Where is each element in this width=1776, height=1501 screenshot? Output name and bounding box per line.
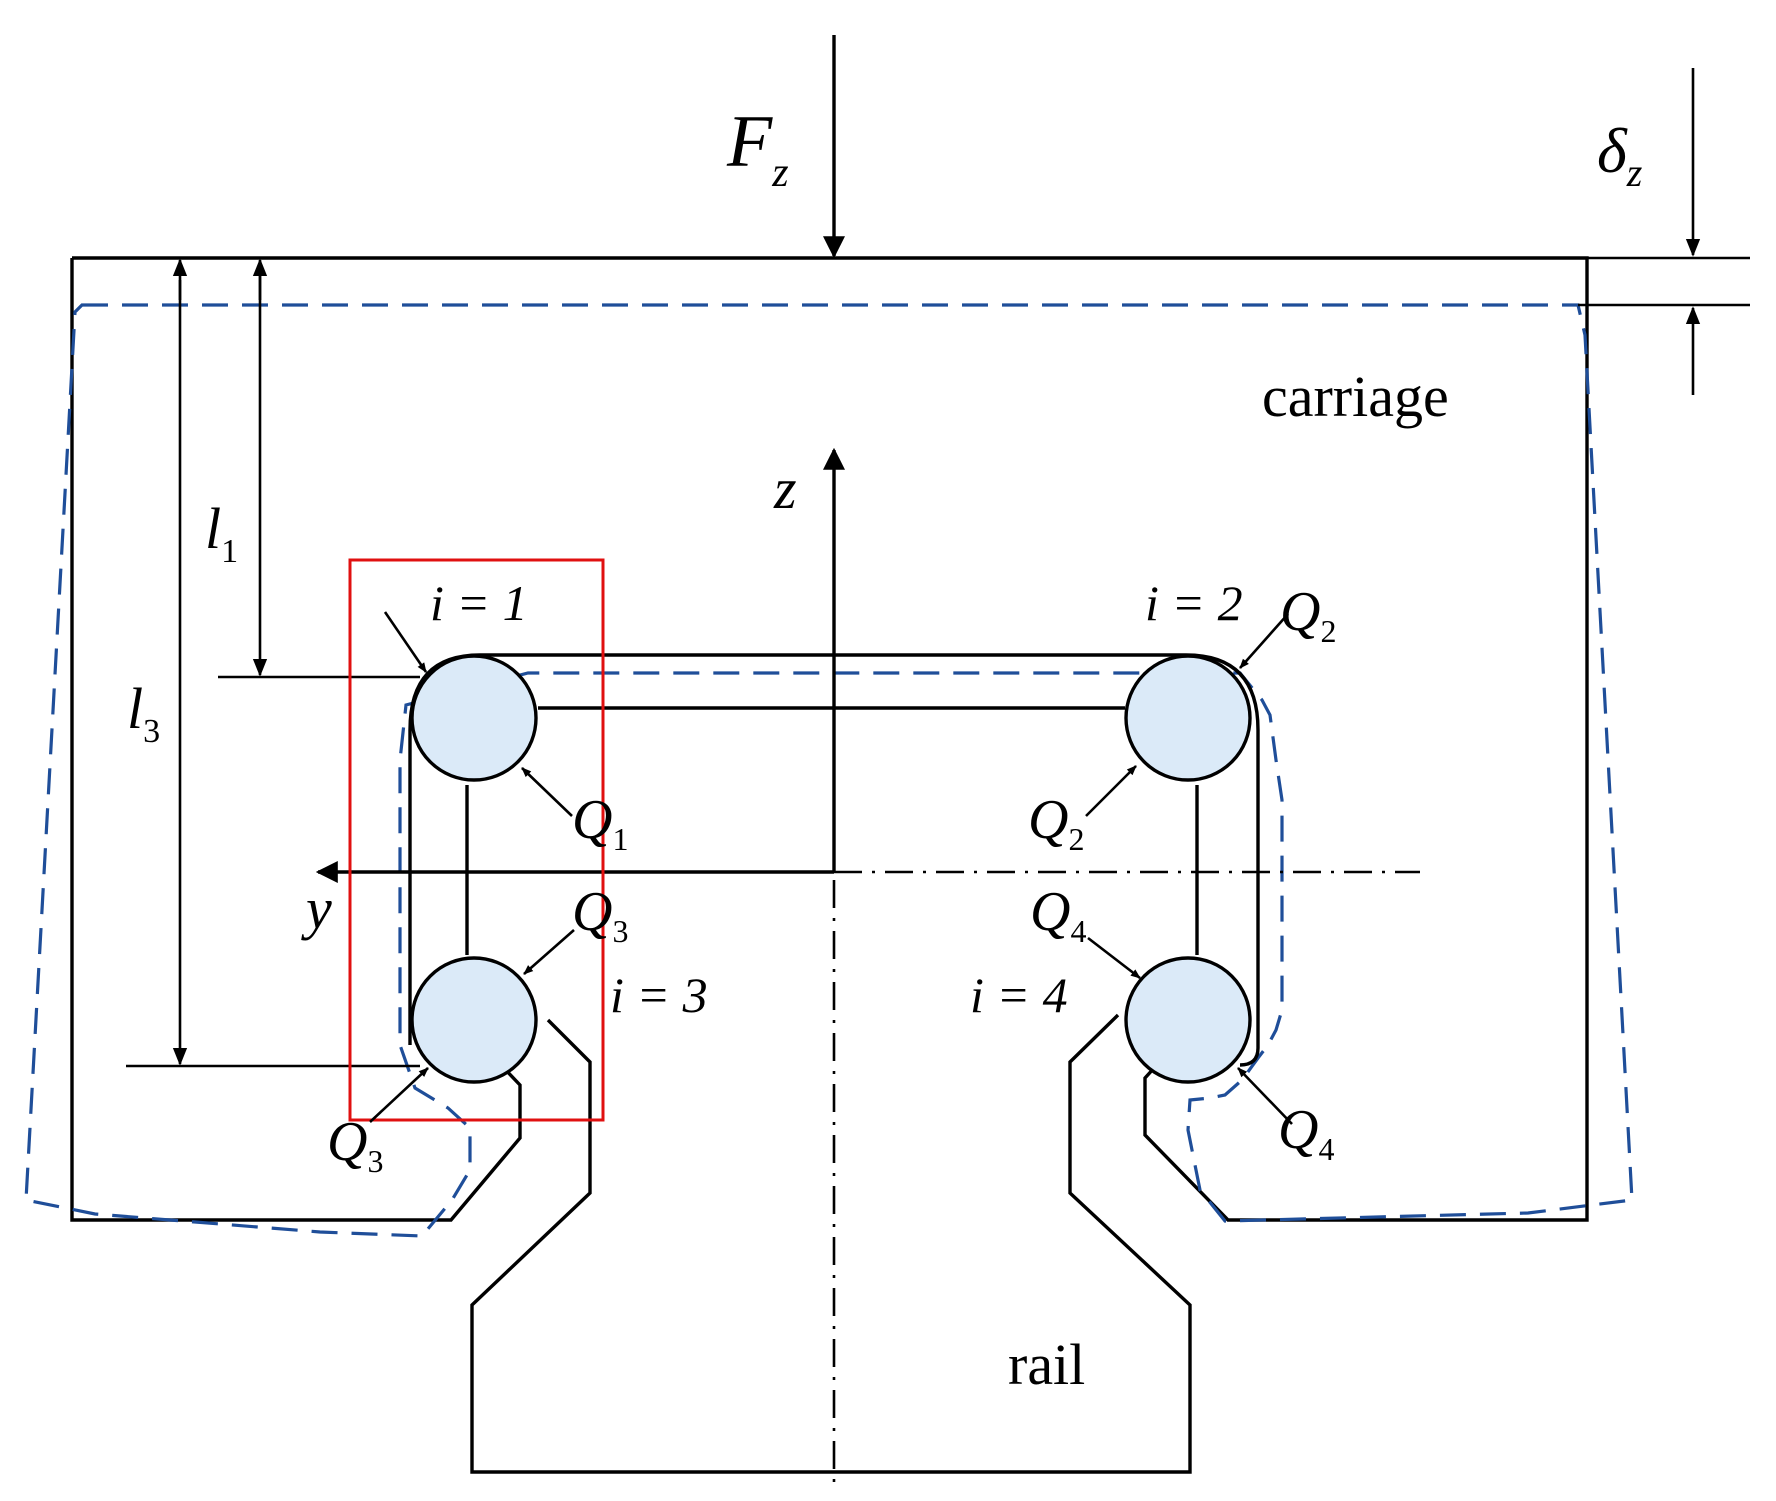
q2-label: Q2 bbox=[1028, 789, 1084, 857]
q3-label: Q3 bbox=[572, 881, 628, 949]
index-label-1: i = 1 bbox=[430, 575, 528, 631]
l3-label: l3 bbox=[127, 676, 160, 750]
q2-arrow bbox=[1085, 765, 1137, 817]
ball-1 bbox=[410, 654, 538, 782]
q3-bottom-arrow bbox=[369, 1067, 429, 1123]
q4-bottom-label: Q4 bbox=[1278, 1099, 1334, 1167]
q2-top-label: Q2 bbox=[1280, 581, 1336, 649]
highlight-box bbox=[348, 558, 605, 1122]
y-axis-label: y bbox=[301, 876, 332, 941]
index-label-4: i = 4 bbox=[970, 967, 1068, 1023]
l1-label: l1 bbox=[205, 496, 238, 570]
z-axis-label: z bbox=[773, 456, 797, 521]
q4-bottom-arrow bbox=[1237, 1067, 1293, 1125]
deflection-label: δz bbox=[1597, 115, 1643, 195]
q2-top-arrow bbox=[1239, 613, 1289, 669]
q3-arrow bbox=[523, 929, 575, 975]
q1-label: Q1 bbox=[572, 789, 628, 857]
q4-label: Q4 bbox=[1030, 881, 1086, 949]
rail-label: rail bbox=[1008, 1332, 1085, 1397]
carriage-label: carriage bbox=[1262, 364, 1449, 429]
ball-4 bbox=[1124, 956, 1252, 1084]
q4-arrow bbox=[1087, 936, 1141, 980]
index-label-2: i = 2 bbox=[1145, 575, 1243, 631]
ball-2 bbox=[1124, 654, 1252, 782]
rail-outline bbox=[470, 1013, 1192, 1474]
force-label: Fz bbox=[726, 101, 789, 196]
deformed-carriage-outline bbox=[24, 303, 1634, 1238]
q3-bottom-label: Q3 bbox=[327, 1111, 383, 1179]
index-label-3: i = 3 bbox=[610, 967, 708, 1023]
ball-3 bbox=[410, 956, 538, 1084]
q1-top-arrow bbox=[383, 611, 428, 673]
q1-arrow bbox=[521, 767, 573, 817]
